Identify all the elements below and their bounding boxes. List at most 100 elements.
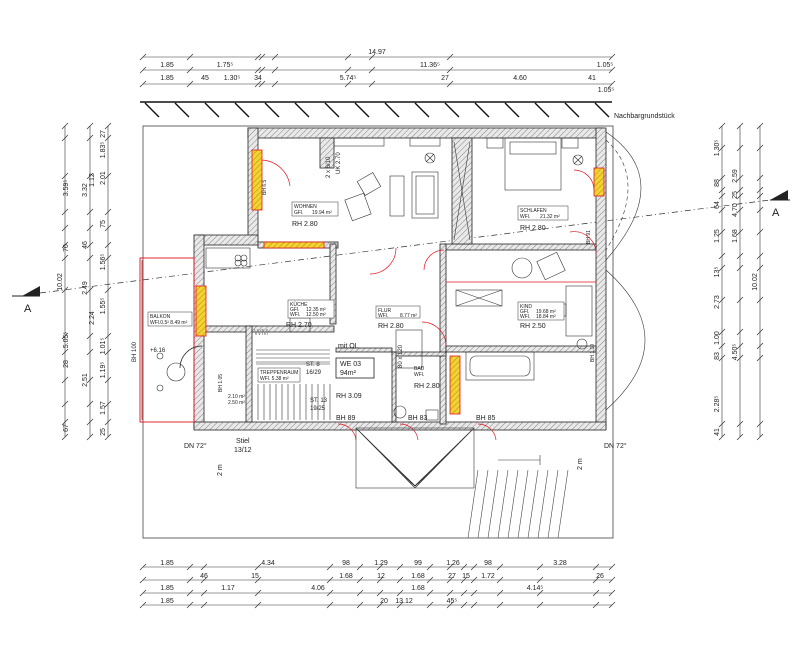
svg-text:2.10 m²: 2.10 m² (228, 394, 245, 400)
section-line-a: A A (12, 190, 790, 315)
dimension-chain-bottom: 1.85 4.34 98 1.68 1.29 99 1.68 1.26 98 1… (139, 560, 616, 609)
dimension-chain-top: 14.97 1.85 1.75⁵ 11.36⁵ 1.05⁵ 1.85 45 1.… (139, 49, 616, 94)
svg-text:2.28⁵: 2.28⁵ (714, 396, 721, 413)
svg-text:19.68 m²: 19.68 m² (536, 309, 556, 315)
svg-text:94m²: 94m² (340, 370, 357, 377)
svg-text:4.50⁵: 4.50⁵ (732, 344, 739, 361)
svg-text:1.12: 1.12 (89, 173, 96, 187)
dim-top-total: 14.97 (368, 49, 386, 56)
svg-text:4.06: 4.06 (311, 585, 325, 592)
svg-text:70: 70 (63, 244, 70, 252)
svg-text:ST. 8: ST. 8 (306, 362, 320, 368)
svg-text:41: 41 (714, 428, 721, 436)
svg-text:13⁵: 13⁵ (714, 267, 721, 278)
bay-window (605, 131, 646, 411)
svg-text:18.84 m²: 18.84 m² (536, 314, 556, 320)
svg-text:1.25: 1.25 (714, 229, 721, 243)
svg-text:BH 6.5: BH 6.5 (262, 179, 268, 195)
svg-text:1.30⁵: 1.30⁵ (714, 140, 721, 157)
room-schlafen-name: SCHLAFEN (520, 208, 547, 214)
svg-text:RH 2.70: RH 2.70 (286, 322, 312, 329)
svg-text:12.35 m²: 12.35 m² (306, 307, 326, 313)
svg-text:83: 83 (714, 352, 721, 360)
svg-text:BH 85: BH 85 (476, 415, 496, 422)
svg-text:DN 72°: DN 72° (184, 442, 207, 450)
svg-text:Stiel: Stiel (236, 438, 250, 445)
svg-text:+6.16: +6.16 (150, 348, 166, 354)
svg-text:WFl.: WFl. (520, 214, 530, 220)
svg-text:27: 27 (100, 130, 107, 138)
svg-text:1.85: 1.85 (160, 585, 174, 592)
svg-text:WFl.: WFl. (520, 314, 530, 320)
svg-text:19/25: 19/25 (310, 406, 326, 412)
svg-text:25: 25 (732, 191, 739, 199)
svg-text:WFl.: WFl. (378, 313, 388, 319)
svg-text:2.51: 2.51 (82, 373, 89, 387)
svg-text:2.24: 2.24 (89, 311, 96, 325)
svg-text:1.83⁵: 1.83⁵ (100, 142, 107, 159)
neighbor-hatch (140, 101, 612, 118)
svg-text:8.77 m²: 8.77 m² (400, 313, 417, 319)
svg-text:2.49: 2.49 (82, 281, 89, 295)
svg-text:75: 75 (100, 220, 107, 228)
svg-text:2.59: 2.59 (732, 169, 739, 183)
svg-text:4.14⁵: 4.14⁵ (527, 585, 544, 592)
svg-text:WM: WM (254, 328, 269, 337)
svg-text:BH 91: BH 91 (586, 230, 592, 244)
svg-text:1.05⁵: 1.05⁵ (597, 62, 614, 69)
svg-text:GFl.: GFl. (520, 309, 529, 315)
svg-text:DN 72°: DN 72° (604, 442, 627, 450)
svg-text:3.32: 3.32 (82, 183, 89, 197)
svg-text:20: 20 (380, 598, 388, 605)
svg-text:BH 1.10: BH 1.10 (590, 344, 596, 362)
svg-text:BH 100: BH 100 (132, 341, 138, 362)
svg-text:WFl. 5.38 m²: WFl. 5.38 m² (260, 376, 289, 382)
svg-text:1.56⁵: 1.56⁵ (100, 254, 107, 271)
svg-text:46: 46 (200, 573, 208, 580)
svg-text:2.50 m²: 2.50 m² (228, 400, 245, 406)
svg-text:GFl.: GFl. (290, 307, 299, 313)
svg-text:4.70: 4.70 (732, 203, 739, 217)
svg-text:BH 1.05: BH 1.05 (218, 374, 224, 392)
svg-text:1.72: 1.72 (481, 573, 495, 580)
svg-text:64: 64 (714, 201, 721, 209)
svg-text:1.29: 1.29 (374, 560, 388, 567)
svg-text:mit OL: mit OL (338, 343, 359, 350)
svg-text:WFl.: WFl. (414, 372, 424, 378)
room-bad-name: BAD (414, 366, 425, 372)
svg-text:1.57: 1.57 (100, 401, 107, 415)
svg-text:1.68: 1.68 (411, 585, 425, 592)
svg-text:98: 98 (342, 560, 350, 567)
room-wohnen-name: WOHNEN (294, 204, 317, 210)
svg-text:16/29: 16/29 (306, 370, 322, 376)
svg-text:3.59⁵: 3.59⁵ (63, 180, 70, 197)
svg-text:ST. 13: ST. 13 (310, 398, 328, 404)
svg-text:34: 34 (254, 75, 262, 82)
svg-text:98: 98 (484, 560, 492, 567)
section-marker-left: A (24, 303, 32, 315)
svg-text:1.17: 1.17 (221, 585, 235, 592)
room-treppe-name: TREPPENRAUM (260, 370, 298, 376)
svg-text:1.85: 1.85 (160, 75, 174, 82)
svg-text:1.00: 1.00 (714, 331, 721, 345)
svg-text:WFl.0.5² 8.49 m²: WFl.0.5² 8.49 m² (150, 320, 188, 326)
svg-text:BH 89: BH 89 (336, 415, 356, 422)
svg-text:4.60: 4.60 (513, 75, 527, 82)
svg-text:UK 2.70: UK 2.70 (336, 152, 342, 174)
svg-text:2.01: 2.01 (100, 171, 107, 185)
svg-text:2.73: 2.73 (714, 295, 721, 309)
svg-text:25: 25 (100, 428, 107, 436)
unit-label: WE 03 (340, 361, 361, 368)
room-kind-name: KIND (520, 304, 532, 310)
room-kueche-name: KÜCHE (290, 301, 308, 308)
svg-text:15: 15 (251, 573, 259, 580)
svg-text:27: 27 (441, 75, 449, 82)
svg-text:RH 2.80: RH 2.80 (520, 225, 546, 232)
svg-text:10.02: 10.02 (752, 273, 759, 291)
svg-text:RH 2.80: RH 2.80 (378, 323, 404, 330)
svg-text:3.28: 3.28 (553, 560, 567, 567)
svg-text:45⁵: 45⁵ (447, 598, 458, 605)
svg-text:21.32 m²: 21.32 m² (540, 214, 560, 220)
svg-text:45: 45 (201, 75, 209, 82)
